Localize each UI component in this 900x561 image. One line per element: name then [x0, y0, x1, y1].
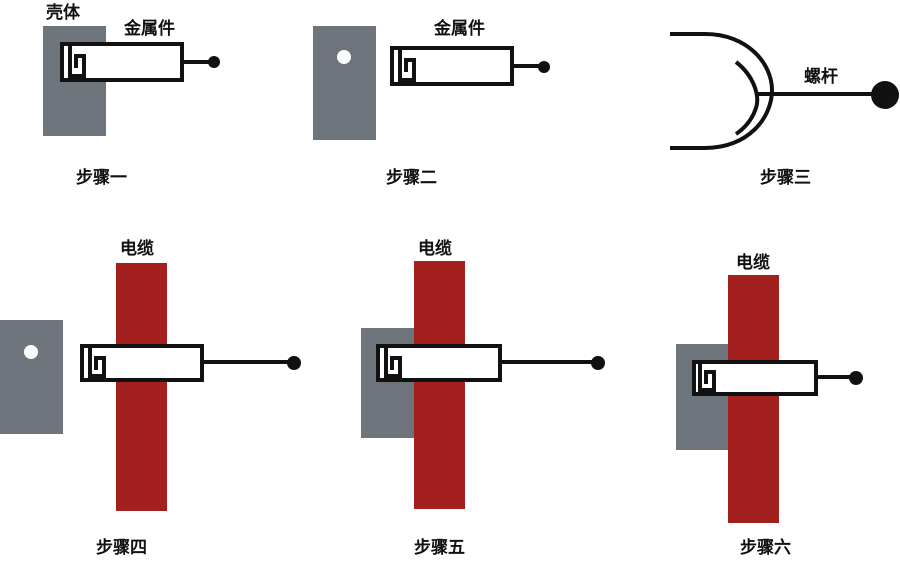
metal-part-hook-4 — [88, 346, 106, 378]
label-cable-4: 电缆 — [120, 238, 154, 259]
shell-block-6 — [676, 344, 730, 450]
metal-part-body-5 — [376, 344, 502, 382]
label-screw: 螺杆 — [804, 67, 838, 87]
step-6-panel: 电缆 步骤六 — [676, 252, 863, 558]
step-4-panel: 电缆 步骤四 — [0, 238, 301, 558]
metal-part-hook-6 — [698, 362, 716, 392]
shell-block-4 — [0, 320, 63, 434]
step-3-label: 步骤三 — [760, 167, 811, 188]
cable-5 — [414, 261, 465, 509]
screw-knob-3 — [871, 81, 899, 109]
screw-knob-6 — [849, 371, 863, 385]
screw-knob-1 — [208, 56, 220, 68]
screw-knob-5 — [591, 356, 605, 370]
screw-head-inner-arc — [734, 60, 760, 136]
metal-part-hook-1 — [68, 44, 86, 78]
step-6-label: 步骤六 — [740, 537, 791, 558]
metal-part-hook-5 — [384, 346, 402, 378]
screw-knob-4 — [287, 356, 301, 370]
metal-part-hook-2 — [398, 48, 416, 82]
step-3-panel: 螺杆 步骤三 — [670, 32, 899, 188]
metal-part-body-2 — [390, 46, 514, 86]
step-2-label: 步骤二 — [386, 167, 437, 188]
metal-part-body-6 — [692, 360, 818, 396]
metal-part-body-1 — [60, 42, 184, 82]
label-metal-part-1: 金属件 — [123, 18, 175, 39]
label-cable-6: 电缆 — [736, 252, 770, 273]
step-2-panel: 金属件 步骤二 — [313, 18, 550, 188]
label-cable-5: 电缆 — [418, 238, 452, 259]
metal-part-body-4 — [80, 344, 204, 382]
step-5-label: 步骤五 — [414, 537, 465, 558]
screw-knob-2 — [538, 61, 550, 73]
step-5-panel: 电缆 步骤五 — [361, 238, 605, 558]
shell-hole-2 — [337, 50, 351, 64]
label-shell: 壳体 — [45, 2, 81, 23]
step-4-label: 步骤四 — [96, 537, 147, 558]
step-1-label: 步骤一 — [76, 167, 127, 188]
screw-head-outer-arc — [670, 32, 775, 150]
shell-hole-4 — [24, 345, 38, 359]
cable-4 — [116, 263, 167, 511]
step-1-panel: 壳体 金属件 步骤一 — [43, 2, 220, 188]
label-metal-part-2: 金属件 — [433, 18, 485, 39]
cable-6 — [728, 275, 779, 523]
shell-block-2 — [313, 26, 376, 140]
